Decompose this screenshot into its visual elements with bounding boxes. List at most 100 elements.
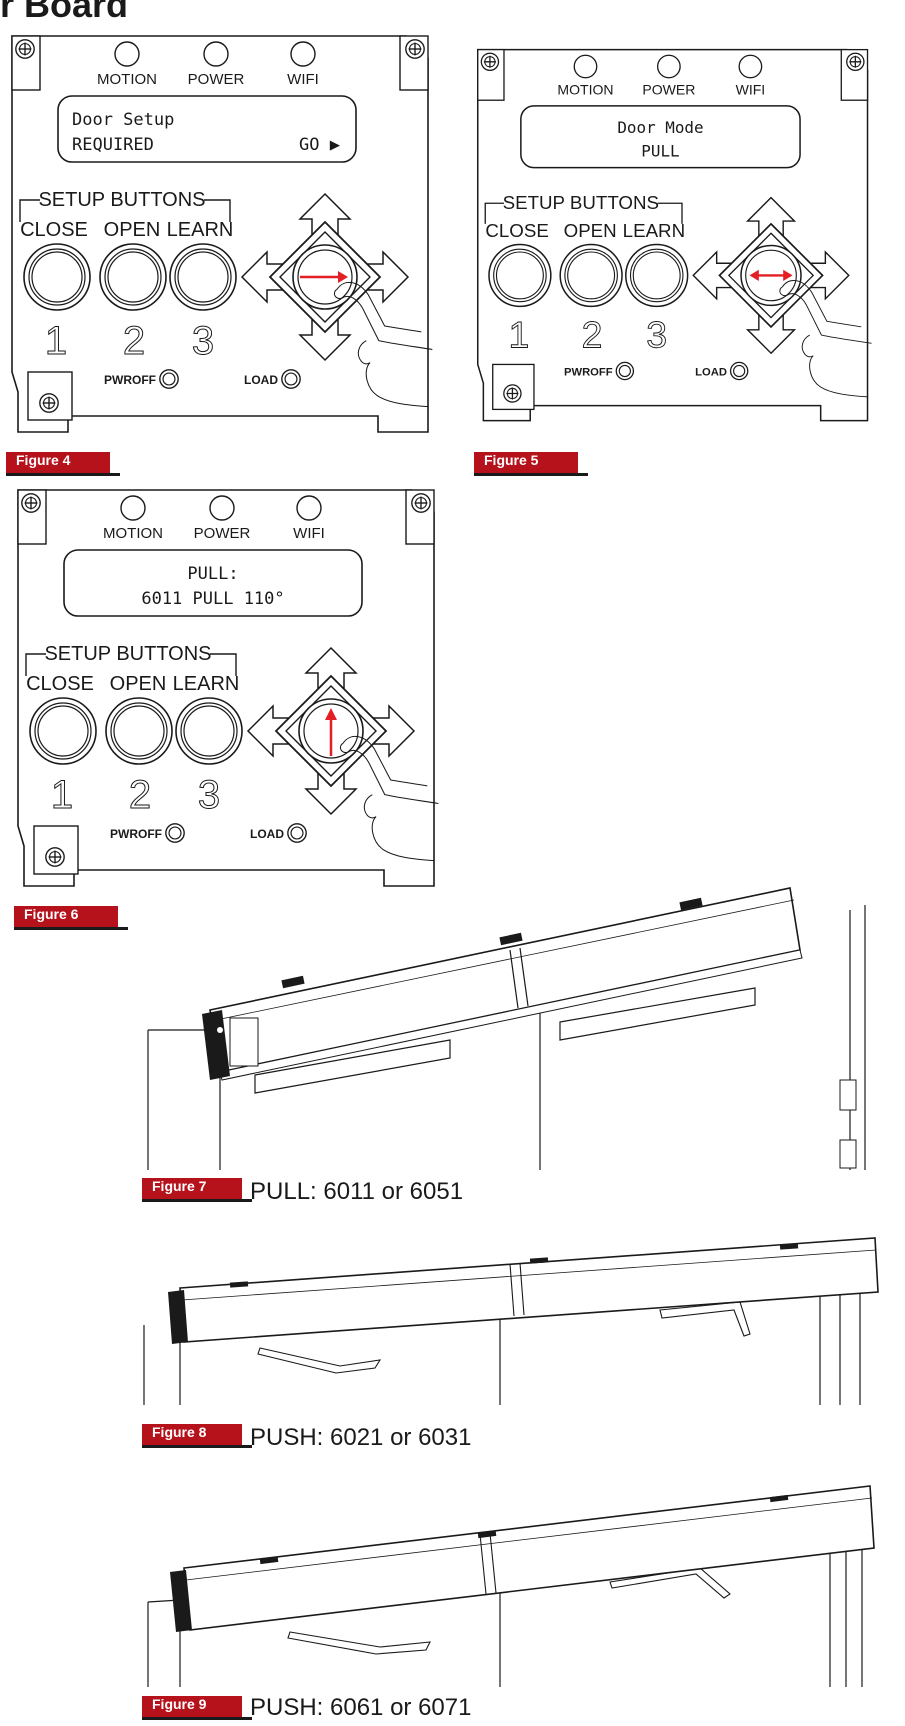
power-led-icon (203, 41, 229, 67)
door-operator-pull-illustration (147, 887, 866, 1170)
lcd-display (520, 105, 801, 169)
control-board-diagram: MOTION POWER WIFI PULL: 6011 PULL 110° S… (17, 489, 439, 887)
screw-icon (405, 39, 425, 59)
load-button-icon (287, 823, 307, 843)
close-button-icon (23, 243, 91, 311)
lcd-line-2: 6011 PULL 110° (141, 589, 284, 609)
learn-label: LEARN (623, 220, 685, 241)
close-label: CLOSE (485, 220, 548, 241)
figure-8-operator (140, 1230, 905, 1405)
figure-8-caption: PUSH: 6021 or 6031 (250, 1424, 472, 1451)
lcd-line-1: PULL: (187, 564, 238, 584)
lcd-line-1: Door Setup (72, 110, 174, 130)
figure-4-panel: MOTION POWER WIFI Door Setup REQUIRED GO… (8, 32, 468, 472)
figure-9-operator (140, 1472, 905, 1687)
lcd-display (57, 95, 357, 163)
motion-led-icon (114, 41, 140, 67)
lcd-display (63, 549, 363, 617)
figure-6-panel: MOTION POWER WIFI PULL: 6011 PULL 110° S… (14, 486, 474, 926)
pwroff-label: PWROFF (564, 367, 613, 379)
wifi-label: WIFI (287, 71, 319, 88)
number-3: 3 (646, 314, 667, 356)
lcd-line-1: Door Mode (617, 118, 703, 137)
open-label: OPEN (104, 219, 161, 241)
load-label: LOAD (250, 827, 284, 841)
figure-5-label: Figure 5 (474, 452, 588, 476)
figure-9-label: Figure 9 (142, 1696, 252, 1720)
open-button-icon (105, 697, 173, 765)
lcd-line-2: REQUIRED (72, 135, 154, 155)
number-1: 1 (51, 773, 73, 817)
setup-buttons-label: SETUP BUTTONS (503, 192, 659, 213)
figure-4-label: Figure 4 (6, 452, 120, 476)
motion-led-icon (573, 54, 598, 79)
screw-icon (503, 384, 522, 403)
screw-icon (39, 393, 59, 413)
power-label: POWER (642, 82, 695, 98)
pwroff-button-icon (165, 823, 185, 843)
learn-button-icon (625, 243, 689, 308)
power-led-icon (656, 54, 681, 79)
control-board-diagram: MOTION POWER WIFI Door Setup REQUIRED GO… (11, 35, 433, 433)
power-led-icon (209, 495, 235, 521)
motion-led-icon (120, 495, 146, 521)
motion-label: MOTION (557, 82, 613, 98)
wifi-led-icon (296, 495, 322, 521)
arrow-up-icon (325, 708, 337, 720)
control-board-diagram: MOTION POWER WIFI Door Mode PULL SETUP B… (476, 48, 873, 422)
pwroff-label: PWROFF (104, 373, 156, 387)
load-button-icon (729, 361, 749, 381)
motion-label: MOTION (103, 525, 163, 542)
close-label: CLOSE (26, 673, 94, 695)
power-label: POWER (194, 525, 251, 542)
close-label: CLOSE (20, 219, 88, 241)
wifi-label: WIFI (293, 525, 325, 542)
lcd-go: GO ▶ (299, 135, 341, 155)
pwroff-label: PWROFF (110, 827, 162, 841)
learn-label: LEARN (173, 673, 240, 695)
setup-buttons-label: SETUP BUTTONS (44, 643, 211, 665)
open-button-icon (99, 243, 167, 311)
close-button-icon (29, 697, 97, 765)
wifi-led-icon (738, 54, 763, 79)
figure-7-caption: PULL: 6011 or 6051 (250, 1178, 464, 1205)
figure-9-caption: PUSH: 6061 or 6071 (250, 1694, 472, 1721)
number-3: 3 (192, 319, 214, 363)
power-label: POWER (188, 71, 245, 88)
number-2: 2 (129, 773, 151, 817)
section-title: r Board (0, 0, 129, 25)
number-2: 2 (582, 314, 603, 356)
learn-label: LEARN (167, 219, 234, 241)
figure-8-label: Figure 8 (142, 1424, 252, 1448)
wifi-label: WIFI (736, 82, 766, 98)
door-operator-push-illustration (147, 1485, 875, 1687)
figure-7-label: Figure 7 (142, 1178, 252, 1202)
open-label: OPEN (564, 220, 617, 241)
motion-label: MOTION (97, 71, 157, 88)
screw-icon (480, 52, 500, 72)
open-button-icon (559, 243, 623, 308)
learn-button-icon (175, 697, 243, 765)
lcd-line-2: PULL (641, 141, 679, 160)
close-button-icon (488, 243, 552, 308)
figure-7-operator (140, 880, 905, 1170)
open-label: OPEN (110, 673, 167, 695)
figure-5-panel: MOTION POWER WIFI Door Mode PULL SETUP B… (474, 32, 905, 472)
arrow-left-right-icon (749, 269, 759, 282)
number-1: 1 (509, 314, 530, 356)
screw-icon (21, 493, 41, 513)
figure-6-label: Figure 6 (14, 906, 128, 930)
number-3: 3 (198, 773, 220, 817)
load-label: LOAD (244, 373, 278, 387)
load-button-icon (281, 369, 301, 389)
arrow-right-icon (338, 271, 348, 283)
load-label: LOAD (695, 367, 727, 379)
wifi-led-icon (290, 41, 316, 67)
screw-icon (846, 52, 865, 72)
screw-icon (411, 493, 431, 513)
door-operator-push-illustration (143, 1237, 879, 1405)
screw-icon (15, 39, 35, 59)
number-1: 1 (45, 319, 67, 363)
learn-button-icon (169, 243, 237, 311)
pwroff-button-icon (615, 361, 635, 381)
